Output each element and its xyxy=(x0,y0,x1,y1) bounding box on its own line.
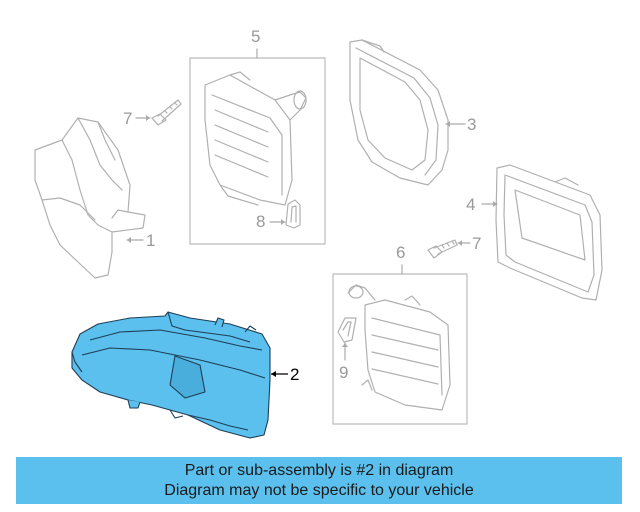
part-7-bolt-right xyxy=(427,239,458,259)
part-7-bolt-top xyxy=(151,99,182,126)
part-5-intercooler xyxy=(204,71,307,206)
callout-4: 4 xyxy=(466,195,476,214)
info-banner: Part or sub-assembly is #2 in diagram Di… xyxy=(16,457,622,504)
part-6-box xyxy=(332,273,468,425)
callout-6: 6 xyxy=(396,243,406,262)
part-2-air-duct-highlighted xyxy=(71,311,271,439)
part-3-shroud xyxy=(349,39,449,186)
callout-2: 2 xyxy=(290,365,300,384)
callout-1: 1 xyxy=(146,231,156,250)
callout-9: 9 xyxy=(339,363,349,382)
callout-7-top: 7 xyxy=(123,109,133,128)
callout-5: 5 xyxy=(251,27,261,46)
callout-8: 8 xyxy=(256,212,266,231)
part-6-intercooler xyxy=(347,284,451,411)
callout-7-right: 7 xyxy=(472,234,482,253)
banner-line-2: Diagram may not be specific to your vehi… xyxy=(164,482,474,499)
callout-3: 3 xyxy=(467,115,477,134)
part-4-frame xyxy=(495,164,603,301)
part-9-clip xyxy=(337,317,357,343)
part-1-air-duct xyxy=(34,117,146,279)
part-8-clip xyxy=(285,199,301,229)
banner-line-1: Part or sub-assembly is #2 in diagram xyxy=(184,462,454,479)
